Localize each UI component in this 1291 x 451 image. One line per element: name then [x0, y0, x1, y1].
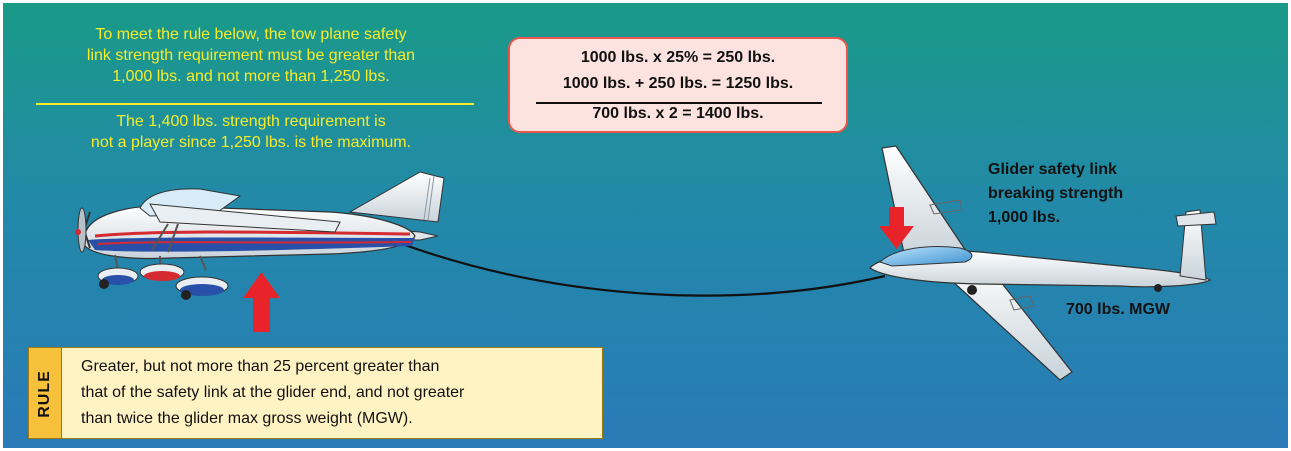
rule-text-line: than twice the glider max gross weight (…	[81, 410, 413, 427]
glider-link-label-line: 1,000 lbs.	[988, 209, 1061, 226]
glider-weight-label: 700 lbs. MGW	[1066, 301, 1171, 318]
rule-text: Greater, but not more than 25 percent gr…	[81, 354, 601, 432]
calculation-line: 700 lbs. x 2 = 1400 lbs.	[592, 105, 764, 122]
note-divider	[36, 103, 474, 105]
requirement-note-line: 1,000 lbs. and not more than 1,250 lbs.	[112, 68, 390, 85]
glider-link-label-line: breaking strength	[988, 185, 1124, 202]
rule-box: RULE Greater, but not more than 25 perce…	[28, 347, 603, 439]
up-arrow-icon	[243, 272, 280, 332]
rule-tag: RULE	[36, 370, 53, 418]
rule-text-line: Greater, but not more than 25 percent gr…	[81, 358, 440, 375]
requirement-note-line: link strength requirement must be greate…	[86, 47, 416, 64]
exclusion-note-line: The 1,400 lbs. strength requirement is	[116, 113, 386, 130]
calculation-divider	[536, 102, 822, 104]
requirement-note: To meet the rule below, the tow plane sa…	[12, 24, 490, 87]
tow-rope	[404, 243, 886, 297]
calculation-line: 1000 lbs. + 250 lbs. = 1250 lbs.	[562, 75, 794, 92]
calculation-box: 1000 lbs. x 25% = 250 lbs. 1000 lbs. + 2…	[508, 37, 848, 133]
exclusion-note-line: not a player since 1,250 lbs. is the max…	[90, 134, 412, 151]
rule-tab: RULE	[29, 348, 62, 438]
rule-text-line: that of the safety link at the glider en…	[81, 384, 465, 401]
requirement-note-line: To meet the rule below, the tow plane sa…	[95, 26, 407, 43]
tow-plane-illustration	[75, 171, 445, 300]
calculation-line: 1000 lbs. x 25% = 250 lbs.	[580, 49, 776, 66]
exclusion-note: The 1,400 lbs. strength requirement is n…	[12, 111, 490, 153]
down-arrow-icon	[879, 207, 914, 249]
glider-link-label-line: Glider safety link	[988, 161, 1117, 178]
glider-link-label: Glider safety link breaking strength 1,0…	[988, 158, 1123, 230]
